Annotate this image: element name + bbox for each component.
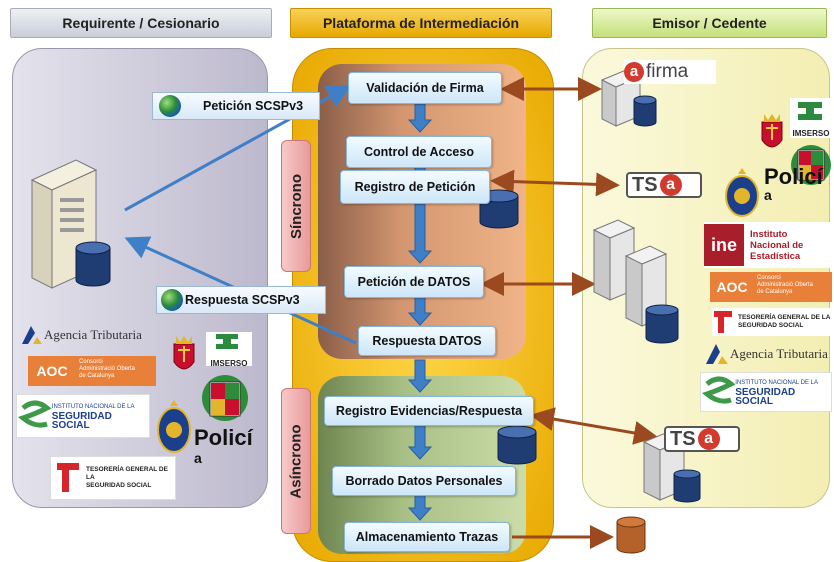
header-emisor: Emisor / Cedente (592, 8, 827, 38)
peticion-scspv3-label: Petición SCSPv3 (152, 92, 320, 120)
step-registro-evidencias: Registro Evidencias/Respuesta (324, 396, 534, 426)
globe-icon (161, 289, 183, 311)
down-arrow-3 (407, 203, 433, 264)
tsa-link-1 (490, 169, 620, 197)
policia-badge-left (156, 398, 192, 458)
step-registro-peticion: Registro de Petición (340, 170, 490, 204)
db-trazas (616, 516, 646, 554)
policia-text-left: Policí a (194, 425, 253, 467)
server-tsa (642, 431, 701, 503)
label-sincrono: Síncrono (281, 140, 311, 272)
header-plataforma: Plataforma de Intermediación (290, 8, 552, 38)
db-evidencias (497, 425, 537, 465)
tgss-icon (714, 311, 732, 333)
step-almacenamiento-trazas: Almacenamiento Trazas (344, 522, 510, 552)
at-icon (706, 344, 728, 364)
step-validacion-firma: Validación de Firma (348, 72, 502, 104)
basque-shield-left (200, 370, 250, 426)
imserso-icon (798, 102, 822, 120)
afirma-logo: a firma (624, 60, 716, 84)
server-requirente (30, 159, 111, 289)
globe-icon (159, 95, 181, 117)
tgss-icon (57, 463, 79, 492)
navarra-shield-right (758, 112, 786, 154)
policia-text-right: Policí a (764, 164, 823, 203)
agencia-tributaria-left: Agencia Tributaria (20, 322, 156, 348)
respuesta-scspv3-label: Respuesta SCSPv3 (156, 286, 326, 314)
step-borrado-datos: Borrado Datos Personales (332, 466, 516, 496)
agencia-tributaria-right: Agencia Tributaria (704, 340, 832, 368)
tsa-link-2 (530, 407, 658, 445)
label-asincrono: Asíncrono (281, 388, 311, 534)
down-arrow-5 (407, 359, 433, 393)
down-arrow-7 (407, 491, 433, 521)
step-peticion-datos: Petición de DATOS (344, 266, 484, 298)
header-requirente: Requirente / Cesionario (10, 8, 272, 38)
step-respuesta-datos: Respuesta DATOS (358, 326, 496, 356)
ss-icon (17, 400, 52, 428)
basque-shield-right (790, 140, 832, 190)
at-icon (22, 326, 42, 344)
imserso-logo-left: IMSERSO (206, 332, 252, 368)
imserso-icon (216, 334, 238, 349)
server-datos (592, 219, 679, 344)
ss-icon (701, 376, 736, 404)
step-control-acceso: Control de Acceso (346, 136, 492, 168)
policia-badge-right (724, 166, 760, 224)
navarra-shield-left (170, 332, 198, 376)
down-arrow-4 (407, 296, 433, 326)
down-arrow-1 (407, 103, 433, 133)
down-arrow-6 (407, 424, 433, 460)
imserso-logo-right: IMSERSO (790, 98, 832, 138)
